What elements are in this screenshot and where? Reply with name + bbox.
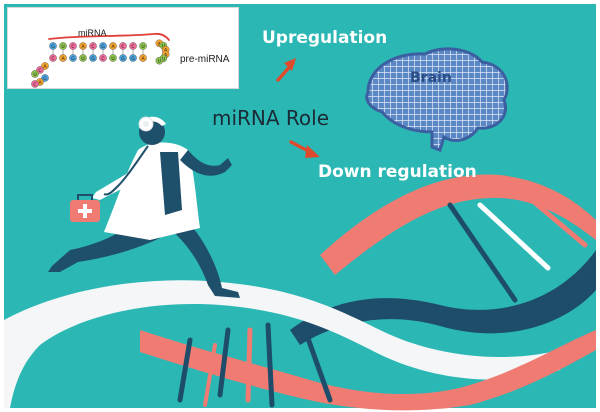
tail-base: C — [38, 68, 41, 74]
pre-mirna-label: pre-miRNA — [180, 54, 230, 65]
tail-base: C — [33, 82, 36, 88]
dna-strand-salmon-front — [140, 330, 596, 411]
bottom-base: G — [121, 56, 125, 62]
down-regulation-label: Down regulation — [318, 162, 477, 182]
loop-base: A — [158, 41, 162, 47]
dna-helix-icon — [4, 174, 596, 411]
stethoscope-icon — [103, 145, 149, 196]
brain-label: Brain — [410, 70, 452, 86]
top-base: C — [91, 44, 94, 50]
tail-base: G — [43, 76, 47, 82]
tail-base-bead — [31, 70, 39, 78]
bottom-base-bead — [49, 54, 57, 62]
bottom-base: A — [61, 56, 65, 62]
dna-rungs-lower — [177, 322, 333, 408]
tail-base: A — [43, 64, 47, 70]
loop-base: U — [158, 59, 161, 65]
bottom-base-bead — [109, 54, 117, 62]
top-base: A — [81, 44, 85, 50]
arrow-down-icon — [289, 140, 320, 158]
bottom-base-bead — [69, 54, 77, 62]
bottom-base-bead — [79, 54, 87, 62]
loop-base: A — [164, 52, 168, 58]
brain-shape — [365, 47, 509, 152]
top-base-bead — [129, 42, 137, 50]
top-base-bead — [139, 42, 147, 50]
tail-base-bead — [41, 74, 49, 82]
bottom-base: C — [51, 56, 54, 62]
mirna-role-title: miRNA Role — [212, 106, 330, 130]
arrow-up-icon — [276, 58, 296, 82]
top-base-bead — [49, 42, 57, 50]
bottom-base: U — [111, 56, 114, 62]
top-base-bead — [109, 42, 117, 50]
top-base: G — [101, 44, 105, 50]
arrow-icon — [276, 58, 320, 158]
dna-strand-salmon-back — [320, 174, 596, 275]
bottom-base-bead — [119, 54, 127, 62]
top-base-bead — [119, 42, 127, 50]
top-base: U — [141, 44, 144, 50]
doctor-front-arm — [180, 150, 232, 176]
bottom-base-bead — [99, 54, 107, 62]
tail-base: A — [38, 80, 42, 86]
upregulation-label: Upregulation — [262, 28, 388, 48]
top-base: C — [121, 44, 124, 50]
bottom-base: G — [71, 56, 75, 62]
top-base: C — [71, 44, 74, 50]
tail-base-bead — [31, 80, 39, 88]
bottom-base-bead — [129, 54, 137, 62]
tail-base: U — [33, 72, 36, 78]
bottom-base: C — [101, 56, 104, 62]
head-mirror-icon — [138, 116, 154, 132]
tail-base-bead — [41, 62, 49, 70]
bottom-base: A — [141, 56, 145, 62]
bottom-base-bead — [59, 54, 67, 62]
dna-strand-navy — [290, 250, 596, 345]
doctor-front-leg — [165, 222, 240, 298]
loop-base: U — [162, 44, 165, 50]
top-base-bead — [69, 42, 77, 50]
top-base: C — [131, 44, 134, 50]
top-base: U — [61, 44, 64, 50]
top-base: A — [111, 44, 115, 50]
bottom-base-bead — [139, 54, 147, 62]
bottom-base: G — [91, 56, 95, 62]
dna-strand-white — [4, 280, 560, 408]
loop-base: U — [162, 56, 165, 62]
top-base: G — [51, 44, 55, 50]
mirna-strand — [48, 32, 170, 41]
bottom-base: G — [131, 56, 135, 62]
first-aid-kit-icon — [70, 194, 100, 222]
top-base-bead — [59, 42, 67, 50]
bottom-base: U — [81, 56, 84, 62]
dna-rungs-upper — [447, 187, 588, 303]
tail-base-bead — [36, 66, 44, 74]
brain-icon — [365, 47, 509, 152]
running-doctor-figure — [48, 116, 240, 298]
mirna-label: miRNA — [78, 28, 107, 38]
top-base-bead — [99, 42, 107, 50]
rna-hairpin-icon: GUCACGACCUCAGUGCUGGAAUAAUUACUGAC — [31, 32, 170, 88]
rna-hairpin-panel: GUCACGACCUCAGUGCUGGAAUAAUUACUGAC miRNA p… — [7, 7, 239, 89]
top-base-bead — [79, 42, 87, 50]
top-base-bead — [89, 42, 97, 50]
loop-base-bead — [155, 56, 164, 65]
bottom-base-bead — [89, 54, 97, 62]
